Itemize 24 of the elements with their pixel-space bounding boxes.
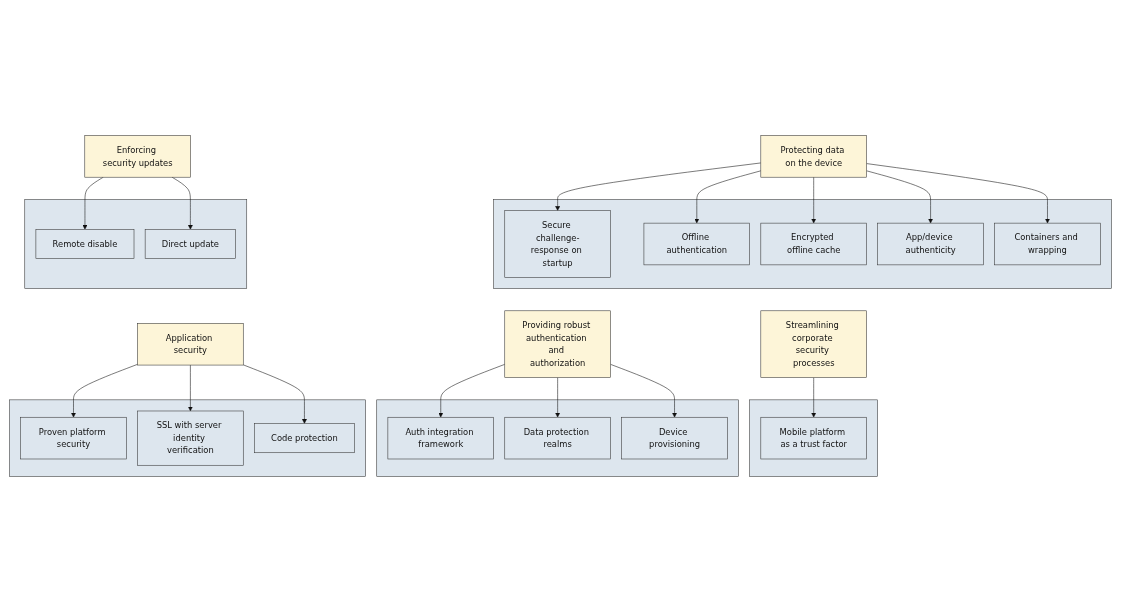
node-box: Auth integration framework <box>387 417 494 460</box>
node-box: Application security <box>137 323 244 366</box>
node-box: SSL with server identity verification <box>137 410 244 466</box>
node-box: Device provisioning <box>621 417 728 460</box>
node-box: Protecting data on the device <box>760 135 867 178</box>
node-box: Secure challenge-response on startup <box>504 210 611 278</box>
node-box: Data protection realms <box>504 417 611 460</box>
node-box: Remote disable <box>35 229 135 259</box>
node-box: Code protection <box>254 423 355 454</box>
node-box: App/device authenticity <box>877 222 984 266</box>
cluster <box>376 399 739 477</box>
node-box: Streamlining corporate security processes <box>760 310 867 378</box>
node-box: Offline authentication <box>643 222 750 266</box>
node-box: Encrypted offline cache <box>760 222 867 266</box>
node-box: Proven platform security <box>20 417 127 460</box>
node-box: Providing robust authentication and authorization <box>504 310 611 378</box>
node-box: Direct update <box>144 229 236 259</box>
cluster <box>9 399 366 477</box>
cluster <box>493 199 1112 289</box>
cluster <box>749 399 878 477</box>
node-box: Containers and wrapping <box>994 222 1101 266</box>
node-box: Mobile platform as a trust factor <box>760 417 867 460</box>
cluster <box>24 199 248 289</box>
node-box: Enforcing security updates <box>84 135 191 178</box>
